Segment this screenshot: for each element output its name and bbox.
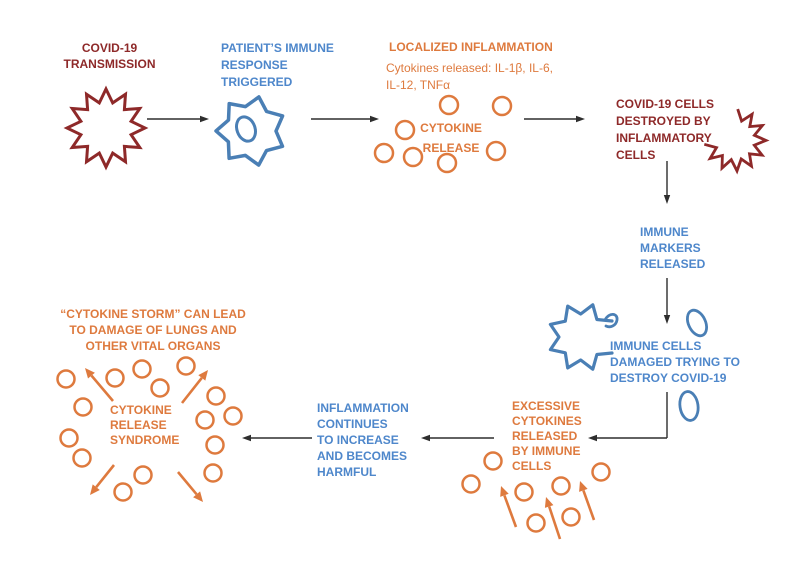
cytokine-storm-caption: “CYTOKINE STORM” CAN LEAD TO DAMAGE OF LU…	[43, 306, 263, 354]
label-line: RELEASE	[110, 418, 167, 432]
label-line: CYTOKINE	[420, 121, 482, 135]
label-line: RELEASED	[640, 257, 706, 271]
label-line: PATIENT’S IMMUNE	[221, 41, 334, 55]
label-line: TRIGGERED	[221, 75, 293, 89]
label-line: TO INCREASE	[317, 433, 399, 447]
covid-cells-destroyed-label: COVID-19 CELLS DESTROYED BY INFLAMMATORY CE…	[616, 96, 714, 164]
label-line: COVID-19	[81, 41, 138, 55]
label-line: SYNDROME	[110, 433, 180, 447]
label-line: Cytokines released: IL-1β, IL-6,	[386, 61, 553, 75]
label-line: IMMUNE CELLS	[610, 339, 702, 353]
label-line: DESTROY COVID-19	[610, 371, 727, 385]
label-line: OTHER VITAL ORGANS	[85, 339, 221, 353]
label-line: AND BECOMES	[317, 449, 408, 463]
localized-inflammation-title: LOCALIZED INFLAMMATION	[389, 40, 553, 54]
label-line: DAMAGED TRYING TO	[610, 355, 741, 369]
label-line: IL-12, TNFα	[386, 78, 451, 92]
label-line: “CYTOKINE STORM” CAN LEAD	[60, 307, 246, 321]
label-line: CELLS	[512, 459, 552, 473]
label-line: BY IMMUNE	[512, 444, 581, 458]
immune-markers-label: IMMUNE MARKERS RELEASED	[640, 224, 705, 272]
label-line: TO DAMAGE OF LUNGS AND	[69, 323, 237, 337]
immune-response-label: PATIENT’S IMMUNE RESPONSE TRIGGERED	[221, 40, 334, 91]
label-line: IMMUNE	[640, 225, 689, 239]
label-line: CYTOKINES	[512, 414, 582, 428]
cytokine-release-label: CYTOKINE RELEASE	[414, 118, 488, 158]
label-line: CYTOKINE	[110, 403, 172, 417]
immune-cells-damaged-label: IMMUNE CELLS DAMAGED TRYING TO DESTROY COV…	[610, 338, 740, 386]
label-line: RELEASED	[512, 429, 578, 443]
label-line: INFLAMMATORY	[616, 131, 712, 145]
label-line: MARKERS	[640, 241, 701, 255]
label-line: DESTROYED BY	[616, 114, 711, 128]
label-line: TRANSMISSION	[63, 57, 156, 71]
inflammation-continues-label: INFLAMMATION CONTINUES TO INCREASE AND BECO…	[317, 400, 409, 480]
label-line: HARMFUL	[317, 465, 377, 479]
label-line: RELEASE	[422, 141, 480, 155]
label-line: INFLAMMATION	[317, 401, 409, 415]
cytokines-released-subtitle: Cytokines released: IL-1β, IL-6, IL-12, T…	[386, 60, 553, 94]
label-line: EXCESSIVE	[512, 399, 581, 413]
label-line: CELLS	[616, 148, 656, 162]
label-line: COVID-19 CELLS	[616, 97, 715, 111]
label-line: CONTINUES	[317, 417, 388, 431]
label-line: RESPONSE	[221, 58, 288, 72]
